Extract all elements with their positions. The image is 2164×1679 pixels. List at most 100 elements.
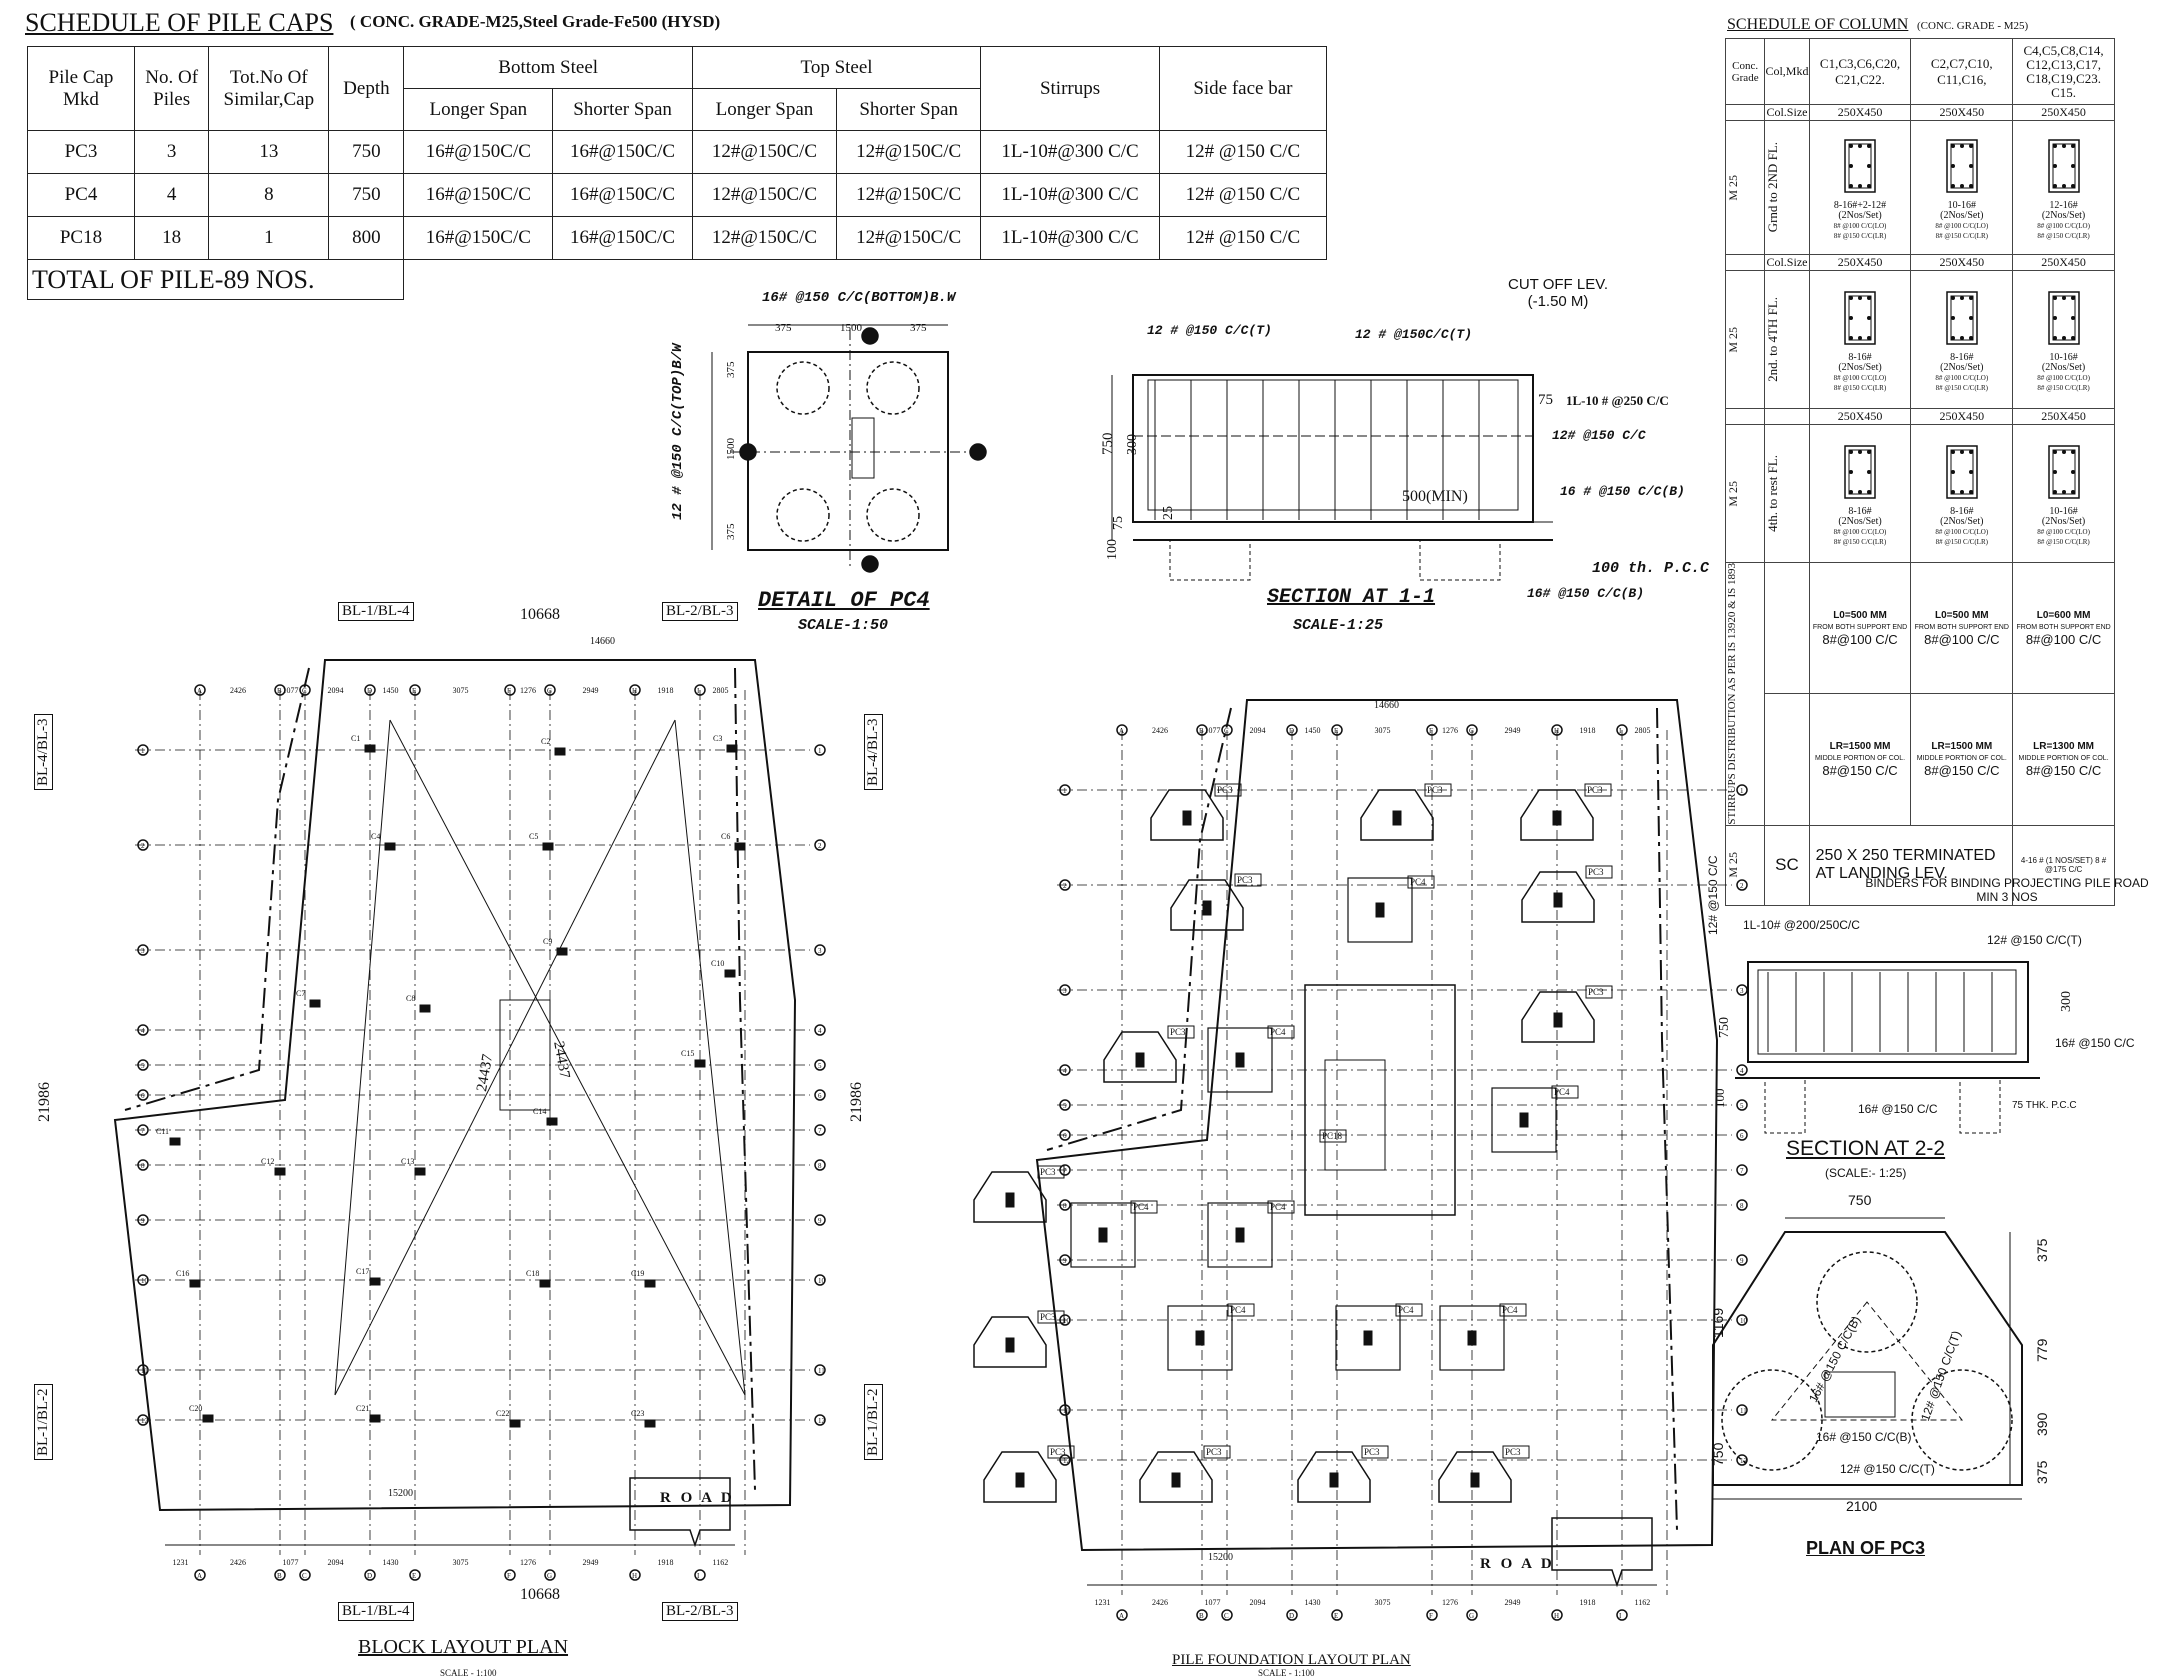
pile-cap-pc4 — [1335, 1305, 1401, 1371]
cell-similar: 8 — [208, 173, 330, 217]
pc4-title: DETAIL OF PC4 — [758, 588, 930, 613]
grid-bubble — [1059, 784, 1071, 796]
bottom-dim: 15200 — [1208, 1552, 1233, 1563]
grid-label: B — [277, 687, 282, 695]
cell-bottom-shorter: 16#@150C/C — [552, 130, 693, 174]
grid-label: 6 — [141, 1092, 145, 1100]
grid-bubble — [137, 1414, 149, 1426]
cap-tag — [1037, 1165, 1065, 1179]
pile-cap-pc3 — [1360, 789, 1434, 841]
dim-text: 25 — [1161, 506, 1176, 520]
sec22-title: SECTION AT 2-2 — [1786, 1137, 1946, 1160]
grid-bubble — [1551, 1609, 1563, 1621]
column-ties: 8# @150 C/C(LR) — [1935, 383, 1988, 392]
setback-line — [734, 667, 756, 1491]
cap-tag — [1361, 1445, 1389, 1459]
column-ties: 8# @150 C/C(LR) — [1935, 537, 1988, 546]
grid-bubble — [1059, 1064, 1071, 1076]
cell-top-shorter: 12#@150C/C — [836, 173, 982, 217]
grid-label: 3 — [141, 947, 145, 955]
column-bar-spec: 8-16#+2-12# — [1833, 199, 1887, 211]
cap-tag — [1407, 875, 1435, 889]
grid-bubble — [1059, 1314, 1071, 1326]
header-bottom-longer: Longer Span — [403, 88, 554, 131]
grid-label: 1 — [1063, 787, 1067, 795]
grid-bubble — [299, 684, 311, 696]
column-mark — [1470, 1472, 1480, 1488]
column-label: C23 — [631, 1409, 644, 1418]
pile-cap-pc4 — [1207, 1027, 1273, 1093]
grid-spacing: 2805 — [1635, 726, 1651, 735]
column-sets: (2Nos/Set) — [2041, 515, 2086, 527]
cap-tag-text: PC3 — [1040, 1312, 1056, 1322]
grid-bubble — [1059, 1129, 1071, 1141]
grid-bubble — [1059, 1199, 1071, 1211]
cap-tag — [1267, 1200, 1295, 1214]
column-section-cell: 10-16#(2Nos/Set)8# @100 C/C(LO)8# @150 C… — [1910, 120, 2014, 255]
pile-cap-pc3 — [983, 1451, 1057, 1503]
column-sets: (2Nos/Set) — [1940, 209, 1984, 221]
column-mark — [1553, 892, 1563, 908]
cap-tag — [1167, 1025, 1195, 1039]
cap-tag — [1214, 783, 1242, 797]
column-label: C14 — [533, 1107, 546, 1116]
column-label: C5 — [529, 832, 538, 841]
column-sets: (2Nos/Set) — [1940, 361, 1984, 373]
grid-label: G — [547, 1572, 552, 1580]
cap-tag — [1502, 1445, 1530, 1459]
sec22-label: 16# @150 C/C — [2055, 1036, 2135, 1050]
setback-line — [124, 667, 310, 1111]
column-label: C3 — [713, 734, 722, 743]
bl-tag: BL-1/BL-2 — [864, 1384, 883, 1460]
column-mark — [1467, 1330, 1477, 1346]
section-marker-icon — [969, 443, 987, 461]
column-section-icon — [1946, 138, 1978, 193]
sec22-label: 12# @150 C/C — [1706, 855, 1720, 935]
bl-tag: BL-2/BL-3 — [662, 1602, 738, 1621]
grid-label: 11 — [141, 1367, 148, 1375]
column-label: C6 — [721, 832, 730, 841]
column-label: C7 — [296, 989, 305, 998]
column-section-icon — [1844, 444, 1876, 499]
grid-bubble — [544, 1569, 556, 1581]
grid-label: E — [412, 1572, 416, 1580]
column-label: C1 — [351, 734, 360, 743]
grid-spacing: 1918 — [658, 1558, 674, 1567]
bl-tag: BL-4/BL-3 — [34, 714, 53, 790]
grid-label: D — [1289, 727, 1294, 735]
grid-label: E — [1334, 1612, 1338, 1620]
grid-label: F — [1429, 1612, 1433, 1620]
bottom-dim: 15200 — [388, 1488, 413, 1499]
conc-grade-header: Conc. Grade — [1724, 38, 1766, 105]
grid-bubble — [1736, 1199, 1748, 1211]
pile-cap-pc3 — [1297, 1451, 1371, 1503]
grid-spacing: 2094 — [328, 1558, 344, 1567]
grid-label: 6 — [1063, 1132, 1067, 1140]
cap-tag-text: PC3 — [1040, 1167, 1056, 1177]
grid-label: G — [1469, 727, 1474, 735]
sec11-label: 16# @150 C/C(B) — [1527, 586, 1645, 601]
grid-bubble — [814, 1124, 826, 1136]
grid-spacing: 2949 — [1505, 726, 1521, 735]
column-ties: 8# @100 C/C(LO) — [2037, 221, 2090, 230]
column-mark — [1202, 900, 1212, 916]
cap-tag-text: PC4 — [1502, 1305, 1518, 1315]
sec11-label: 12# @150 C/C — [1552, 428, 1646, 443]
column-mark — [1005, 1337, 1015, 1353]
cap-tag-text: PC4 — [1554, 1087, 1570, 1097]
cell-bottom-shorter: 16#@150C/C — [552, 216, 693, 260]
grid-label: F — [1429, 727, 1433, 735]
cell-mark: PC18 — [27, 216, 135, 260]
pile-circle — [866, 488, 920, 542]
column-mark — [1519, 1112, 1529, 1128]
grid-bubble — [137, 1059, 149, 1071]
grid-bubble — [137, 1364, 149, 1376]
grid-bubble — [1551, 724, 1563, 736]
cell-top-shorter: 12#@150C/C — [836, 216, 982, 260]
bl-tag: BL-1/BL-4 — [338, 602, 414, 621]
column-label: C15 — [681, 1049, 694, 1058]
grid-label: A — [197, 1572, 202, 1580]
column-mark — [419, 1004, 431, 1013]
column-ties: 8# @150 C/C(LR) — [1833, 537, 1887, 546]
cap-tag-text: PC4 — [1398, 1305, 1414, 1315]
